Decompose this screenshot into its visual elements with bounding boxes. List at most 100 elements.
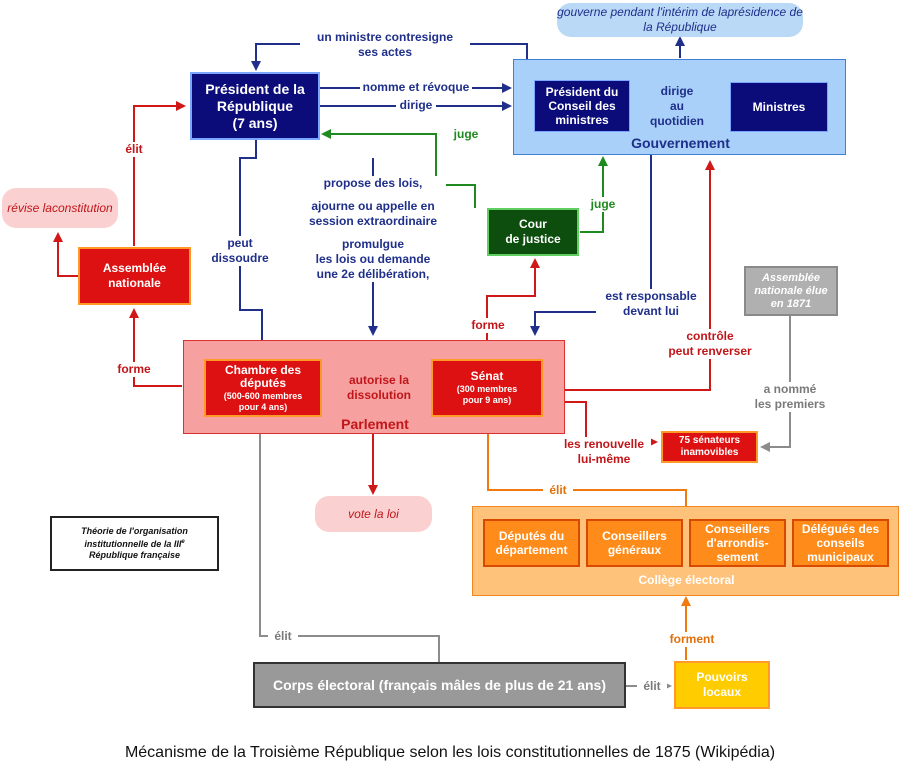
propose-line-1: propose des lois, (323, 176, 423, 190)
chambre-line-3: (500-600 membres (223, 390, 303, 401)
president-line-1: Président de la (205, 80, 305, 97)
college-item-2-line-3: sement (716, 550, 759, 564)
college-item-1-line-1: Conseillers (602, 529, 667, 543)
arrow-forme-assemblee (129, 308, 182, 387)
president-conseil-line-3: ministres (555, 113, 609, 127)
college-item-0-line-1: Députés du (498, 529, 565, 543)
elit-president-label: élit (120, 142, 148, 157)
contresigne-line-1: un ministre contresigne (316, 30, 454, 44)
arrow-elit-chambre (255, 412, 440, 662)
arrow-controle (565, 160, 715, 391)
interim-line-2: présidence de la République (643, 5, 803, 34)
senat-line-3: pour 9 ans) (462, 395, 512, 405)
revise-line-1: révise la (7, 200, 52, 215)
propose-lois-label: propose des lois, ajourne ou appelle en … (300, 176, 446, 282)
dirige-quotidien-line-2: au (669, 99, 684, 113)
dirige-quotidien-line-1: dirige (660, 84, 694, 98)
peut-dissoudre-label: peut dissoudre (206, 236, 274, 266)
interim-line-1: gouverne pendant l'intérim de la (557, 5, 728, 19)
elit-senat-label: élit (543, 483, 573, 498)
theory-line-3: République française (88, 550, 181, 560)
college-item-3-line-2: conseils (816, 536, 865, 550)
arrow-responsable (530, 154, 652, 336)
theory-box: Théorie de l'organisation institutionnel… (50, 516, 219, 571)
renouvelle-line-1: les renouvelle (563, 437, 645, 451)
forme-assemblee-label: forme (114, 362, 154, 377)
parlement-label: Parlement (341, 416, 409, 432)
president-line-2: République (216, 97, 294, 114)
assemblee-line-2: nationale (108, 276, 161, 290)
theory-sup: e (181, 539, 185, 545)
propose-line-2: ajourne ou appelle en (311, 199, 435, 213)
revise-constitution-pill: révise laconstitution (2, 188, 118, 228)
assemblee-line-1: Assemblée (102, 261, 167, 275)
autorise-line-1: autorise la (348, 373, 410, 387)
propose-line-6: une 2e délibération, (316, 267, 430, 281)
controle-line-2: peut renverser (668, 344, 752, 358)
vote-loi-pill: vote la loi (315, 496, 432, 532)
autorise-dissolution-label: autorise la dissolution (334, 373, 424, 403)
college-item-2-line-2: d'arrondis- (706, 536, 769, 550)
arrow-elit-president (133, 101, 186, 246)
forme-senat-label: forme (468, 318, 508, 333)
nomme-premiers-line-1: a nommé (763, 382, 817, 396)
elit-chambre-label: élit (268, 629, 298, 644)
propose-line-3: session extraordinaire (308, 214, 438, 228)
theory-line-2-text: institutionnelle de la III (84, 539, 182, 549)
assemblee-1871-line-2: nationale élue (754, 284, 828, 297)
controle-label: contrôle peut renverser (660, 329, 760, 359)
chambre-line-2: députés (239, 375, 286, 390)
nomme-revoque-label: nomme et révoque (360, 80, 472, 95)
theory-line-1: Théorie de l'organisation (81, 526, 188, 536)
senat-line-2: (300 membres (456, 384, 518, 394)
responsable-line-1: est responsable (605, 289, 697, 303)
renouvelle-line-2: lui-même (577, 452, 631, 466)
nomme-premiers-line-2: les premiers (754, 397, 826, 411)
vote-loi-label: vote la loi (348, 506, 399, 521)
chambre-line-1: Chambre des (224, 362, 302, 377)
senateurs-line-1: 75 sénateurs (678, 435, 741, 446)
president-conseil-line-1: Président du (545, 85, 619, 99)
controle-line-1: contrôle (686, 329, 734, 343)
dirige-quotidien-line-3: quotidien (650, 114, 704, 128)
arrow-revise (53, 232, 78, 277)
juge-label-gouvernement: juge (588, 197, 618, 212)
caption: Mécanisme de la Troisième République sel… (124, 744, 776, 761)
senat-line-1: Sénat (470, 369, 504, 383)
assemblee-1871-line-1: Assemblée (761, 271, 821, 284)
elit-pouvoirs-label: élit (637, 679, 667, 694)
propose-line-4: promulgue (342, 237, 404, 251)
corps-electoral-box[interactable]: Corps électoral (français mâles de plus … (253, 662, 626, 708)
pouvoirs-line-2: locaux (702, 685, 741, 699)
pouvoirs-line-1: Pouvoirs (696, 670, 748, 684)
responsable-label: est responsable devant lui (596, 289, 706, 319)
dirige-label: dirige (396, 98, 436, 113)
dissoudre-line-1: peut (227, 236, 253, 250)
contresigne-line-2: ses actes (357, 45, 413, 59)
ministres-box[interactable]: Ministres (730, 82, 828, 132)
college-item-0-line-2: département (495, 543, 568, 557)
cour-line-1: Cour (518, 217, 547, 231)
cour-line-2: de justice (505, 232, 561, 246)
arrow-elit-senat (483, 412, 687, 506)
arrow-nomme-premiers (760, 316, 791, 452)
juge-label-president: juge (451, 127, 481, 142)
dirige-quotidien-label: dirige au quotidien (642, 84, 712, 129)
